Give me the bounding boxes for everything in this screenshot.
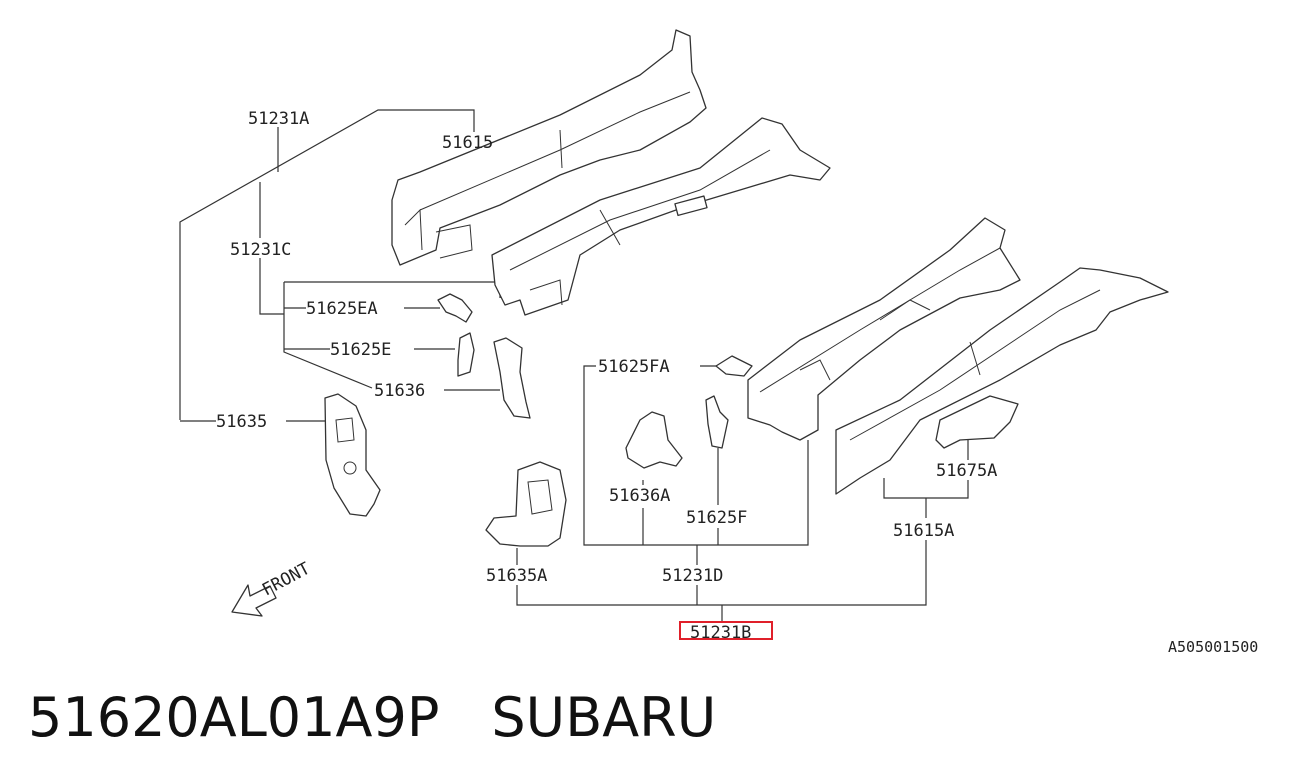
label-51635[interactable]: 51635 <box>216 412 267 432</box>
part-51625FA-drawing <box>715 355 753 377</box>
part-51231D-drawing <box>747 217 1021 441</box>
label-51625E[interactable]: 51625E <box>330 340 391 360</box>
label-51636[interactable]: 51636 <box>374 381 425 401</box>
footer: 51620AL01A9P SUBARU <box>28 682 716 752</box>
part-51636-drawing <box>493 337 531 419</box>
part-51615-drawing <box>391 29 707 266</box>
reference-code: A505001500 <box>1168 638 1258 656</box>
part-51231C-drawing <box>491 117 831 316</box>
part-51675A-drawing <box>935 395 1019 449</box>
label-51625FA[interactable]: 51625FA <box>598 357 670 377</box>
part-51636A-drawing <box>625 411 683 469</box>
part-number: 51620AL01A9P <box>28 685 440 749</box>
part-51635A-drawing <box>485 461 567 547</box>
label-51675A[interactable]: 51675A <box>936 461 997 481</box>
label-51636A[interactable]: 51636A <box>609 486 670 506</box>
front-label: FRONT <box>259 559 314 601</box>
label-51625EA[interactable]: 51625EA <box>306 299 378 319</box>
highlight-box <box>679 621 773 640</box>
part-51635-drawing <box>324 393 381 517</box>
part-51625EA-drawing <box>437 293 473 323</box>
label-51635A[interactable]: 51635A <box>486 566 547 586</box>
label-51615[interactable]: 51615 <box>442 133 493 153</box>
label-51231D[interactable]: 51231D <box>662 566 723 586</box>
part-51625E-drawing <box>457 332 475 377</box>
callout-labels: 51231A 51615 51231C 51625EA 51625E 51636… <box>216 109 1258 656</box>
brand-name: SUBARU <box>491 685 717 749</box>
part-51615A-drawing <box>835 267 1169 495</box>
label-51625F[interactable]: 51625F <box>686 508 747 528</box>
front-arrow-icon <box>231 584 277 617</box>
parts-diagram: 51231A 51615 51231C 51625EA 51625E 51636… <box>179 29 1258 656</box>
label-51231C[interactable]: 51231C <box>230 240 291 260</box>
label-51231B[interactable]: 51231B <box>690 623 751 643</box>
part-51625F-drawing <box>705 395 729 449</box>
label-51231A[interactable]: 51231A <box>248 109 309 129</box>
label-51615A[interactable]: 51615A <box>893 521 954 541</box>
